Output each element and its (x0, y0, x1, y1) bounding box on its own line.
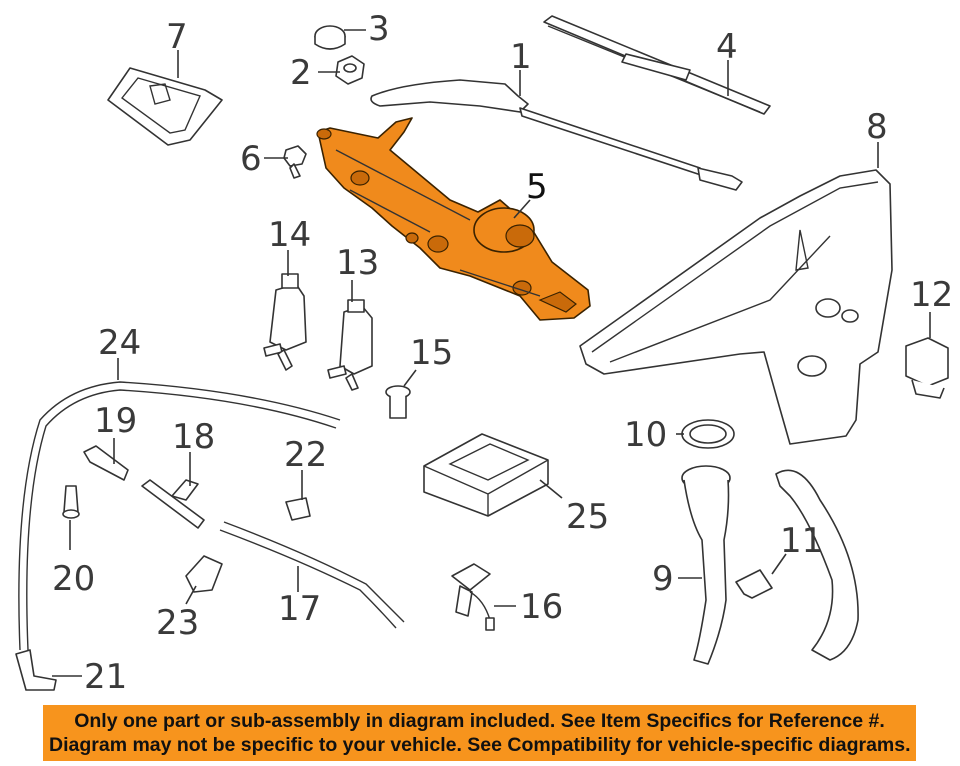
part-17-pipe (219, 521, 405, 629)
callout-20: 20 (52, 559, 95, 599)
callout-14: 14 (268, 215, 311, 255)
callout-3: 3 (368, 9, 390, 49)
disclaimer-line-2: Diagram may not be specific to your vehi… (49, 734, 911, 756)
callout-19: 19 (94, 401, 137, 441)
part-7-cover (107, 67, 223, 146)
part-4-wiper-blade (543, 15, 771, 115)
callout-21: 21 (84, 657, 127, 697)
part-5-wiper-linkage (316, 117, 591, 321)
part-13-pump (327, 299, 373, 391)
part-15-grommet (385, 385, 411, 419)
part-21-elbow (15, 649, 57, 691)
part-18-t-connector (141, 479, 205, 529)
callout-18: 18 (172, 417, 215, 457)
part-22-clip (285, 497, 311, 521)
part-25-module (423, 433, 549, 517)
part-8-reservoir (579, 169, 893, 445)
part-19-connector (83, 445, 129, 481)
callout-24: 24 (98, 323, 141, 363)
callout-16: 16 (520, 587, 563, 627)
callout-8: 8 (866, 107, 888, 147)
part-3-cap (314, 25, 346, 50)
part-23-bracket (185, 555, 223, 593)
part-14-pump (263, 273, 307, 371)
part-11-hose (735, 469, 859, 661)
part-12-connector (905, 337, 949, 399)
callout-11: 11 (780, 521, 823, 561)
exploded-parts-diagram: 7 3 2 4 1 5 6 8 14 13 12 15 24 19 18 22 … (15, 9, 953, 697)
callout-15: 15 (410, 333, 453, 373)
disclaimer-banner: Only one part or sub-assembly in diagram… (43, 705, 916, 761)
callout-5: 5 (526, 167, 548, 207)
part-16-nozzle (451, 563, 495, 631)
callout-13: 13 (336, 243, 379, 283)
callout-25: 25 (566, 497, 609, 537)
leader-lines (52, 29, 931, 677)
callout-4: 4 (716, 27, 738, 67)
part-20-fitting (62, 485, 80, 519)
callout-labels: 7 3 2 4 1 5 6 8 14 13 12 15 24 19 18 22 … (52, 9, 953, 697)
part-1-wiper-arm (370, 79, 743, 191)
part-6-bolt (283, 145, 307, 179)
callout-10: 10 (624, 415, 667, 455)
part-24-hose (18, 381, 341, 651)
callout-22: 22 (284, 435, 327, 475)
callout-7: 7 (166, 17, 188, 57)
part-2-nut (335, 55, 365, 85)
part-10-seal (681, 419, 735, 449)
callout-23: 23 (156, 603, 199, 643)
part-9-filler-neck (681, 465, 731, 665)
callout-6: 6 (240, 139, 262, 179)
callout-17: 17 (278, 589, 321, 629)
callout-1: 1 (510, 37, 532, 77)
callout-12: 12 (910, 275, 953, 315)
callout-9: 9 (652, 559, 674, 599)
callout-2: 2 (290, 53, 312, 93)
disclaimer-line-1: Only one part or sub-assembly in diagram… (74, 710, 885, 732)
